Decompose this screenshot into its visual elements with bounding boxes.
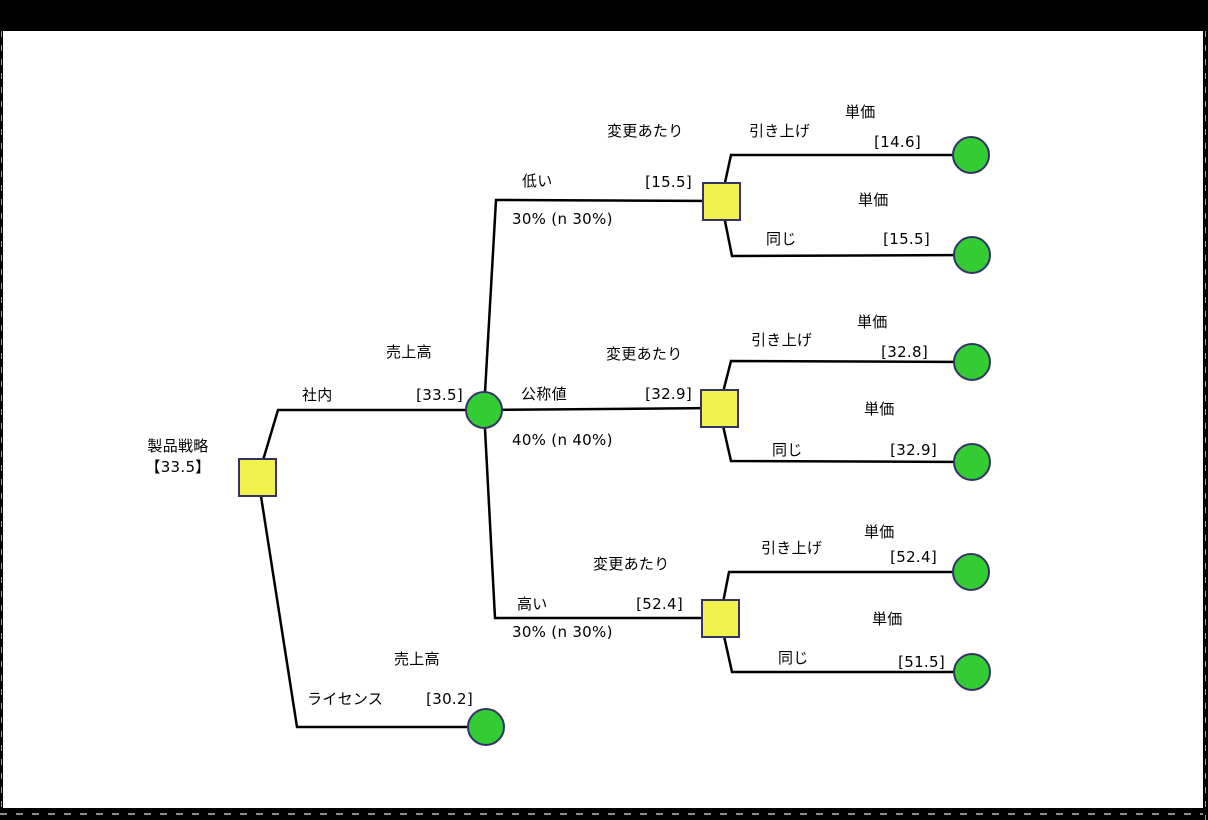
leaf-title-same-nominal: 単価: [864, 400, 895, 418]
root-name-label: 製品戦略: [147, 437, 209, 455]
node-title-change-high: 変更あたり: [593, 555, 670, 573]
right-border: [1203, 31, 1208, 820]
chance-node-sales-internal[interactable]: [465, 391, 503, 429]
node-value-sales-license: [30.2]: [426, 690, 473, 708]
leaf-title-raise-nominal: 単価: [857, 313, 888, 331]
branch-label-raise-high: 引き上げ: [761, 539, 823, 557]
leaf-value-raise-high: [52.4]: [890, 548, 937, 566]
terminal-node-sales-license[interactable]: [467, 708, 505, 746]
terminal-node-raise-nominal[interactable]: [953, 343, 991, 381]
branch-label-license: ライセンス: [307, 690, 384, 708]
terminal-node-same-high[interactable]: [953, 653, 991, 691]
leaf-value-same-low: [15.5]: [883, 230, 930, 248]
node-title-sales-internal: 売上高: [386, 343, 432, 361]
probability-label-high: 30% (n 30%): [512, 623, 613, 641]
decision-node-change-high[interactable]: [701, 599, 740, 638]
node-title-sales-license: 売上高: [394, 650, 440, 668]
node-title-change-nominal: 変更あたり: [606, 345, 683, 363]
node-value-sales-internal: [33.5]: [416, 386, 463, 404]
terminal-node-raise-high[interactable]: [952, 553, 990, 591]
leaf-value-same-high: [51.5]: [898, 653, 945, 671]
branch-label-internal: 社内: [302, 386, 333, 404]
branch-label-same-high: 同じ: [778, 649, 809, 667]
terminal-node-same-low[interactable]: [953, 236, 991, 274]
probability-label-nominal: 40% (n 40%): [512, 431, 613, 449]
left-border: [0, 31, 3, 808]
decision-node-root[interactable]: [238, 458, 277, 497]
terminal-node-same-nominal[interactable]: [953, 443, 991, 481]
node-value-change-nominal: [32.9]: [645, 385, 692, 403]
top-border: [0, 0, 1208, 31]
branch-label-raise-nominal: 引き上げ: [751, 331, 813, 349]
leaf-value-same-nominal: [32.9]: [890, 441, 937, 459]
decision-node-change-nominal[interactable]: [700, 389, 739, 428]
leaf-value-raise-low: [14.6]: [874, 133, 921, 151]
branch-label-raise-low: 引き上げ: [749, 122, 811, 140]
leaf-title-raise-low: 単価: [845, 103, 876, 121]
bottom-border: [0, 808, 1208, 820]
probability-label-low: 30% (n 30%): [512, 210, 613, 228]
branch-label-nominal: 公称値: [521, 385, 567, 403]
node-title-change-low: 変更あたり: [607, 122, 684, 140]
leaf-title-same-low: 単価: [858, 191, 889, 209]
branch-label-same-low: 同じ: [766, 230, 797, 248]
branch-label-high: 高い: [517, 595, 548, 613]
branch-label-same-nominal: 同じ: [772, 441, 803, 459]
node-value-change-high: [52.4]: [636, 595, 683, 613]
node-value-change-low: [15.5]: [645, 173, 692, 191]
leaf-title-raise-high: 単価: [864, 523, 895, 541]
leaf-title-same-high: 単価: [872, 610, 903, 628]
root-value-label: 【33.5】: [145, 458, 211, 476]
leaf-value-raise-nominal: [32.8]: [881, 343, 928, 361]
terminal-node-raise-low[interactable]: [952, 136, 990, 174]
branch-label-low: 低い: [522, 172, 553, 190]
decision-node-change-low[interactable]: [702, 182, 741, 221]
